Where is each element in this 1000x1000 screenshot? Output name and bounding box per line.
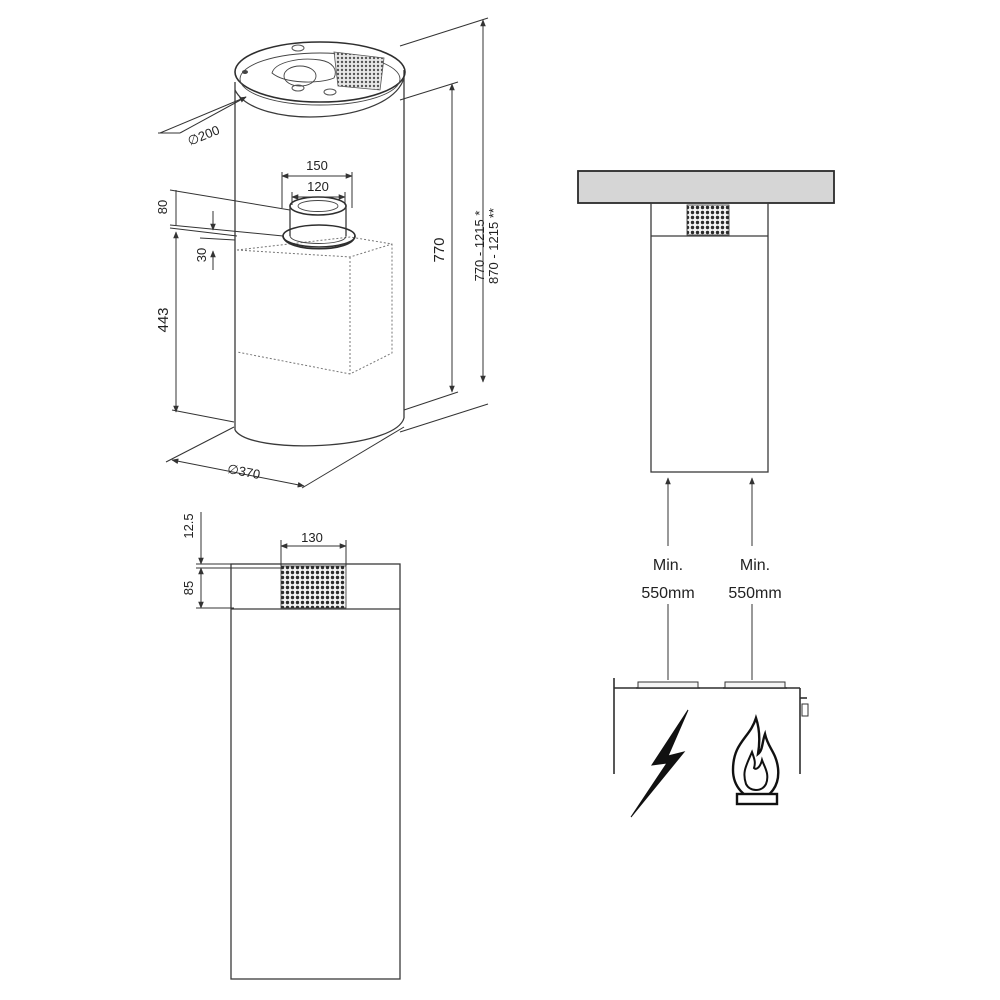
- front-body-outline: [230, 563, 401, 980]
- label-120: 120: [307, 179, 329, 194]
- dimension-height-range: 770 - 1215 * 870 - 1215 **: [399, 17, 501, 433]
- dimension-duct-diameter: ∅200: [158, 96, 247, 149]
- isometric-hood-view: 150 120 ∅200 80 30: [155, 17, 501, 489]
- dimension-grille-width: 130: [280, 530, 347, 566]
- dimension-height-770: 770: [399, 81, 459, 411]
- label-range-1: 770 - 1215 *: [472, 211, 487, 282]
- dimension-offset-80: 80: [155, 189, 291, 237]
- outlet-collar: [282, 196, 356, 250]
- rim-grille: [333, 51, 385, 91]
- ceiling-slab: [577, 170, 835, 204]
- dimension-offset-30: 30: [194, 211, 236, 270]
- gas-flame-icon: [731, 714, 780, 806]
- dimension-outlet-150: 150: [281, 158, 353, 208]
- hood-side-body: [650, 202, 769, 473]
- dimension-grille-height: 85: [181, 567, 234, 609]
- label-base-diameter: ∅370: [226, 461, 261, 482]
- label-80: 80: [155, 200, 170, 214]
- label-range-2: 870 - 1215 **: [486, 208, 501, 284]
- label-right-550: 550mm: [728, 585, 781, 602]
- hidden-motor-box: [236, 236, 393, 375]
- label-443: 443: [155, 307, 172, 332]
- label-left-min: Min.: [653, 557, 683, 574]
- installation-view: Min. 550mm Min. 550mm: [577, 170, 835, 818]
- label-130: 130: [301, 530, 323, 545]
- cooktop: [613, 678, 809, 774]
- electric-lightning-icon: [630, 709, 689, 818]
- label-duct-diameter: ∅200: [185, 122, 221, 148]
- label-right-min: Min.: [740, 557, 770, 574]
- side-grille: [686, 204, 730, 236]
- dimension-base-diameter: ∅370: [165, 426, 405, 489]
- label-770: 770: [431, 237, 448, 262]
- label-30: 30: [194, 248, 209, 262]
- hood-cylinder-body: [234, 41, 406, 447]
- front-hood-view: 130 12.5 85: [181, 512, 401, 980]
- label-85: 85: [181, 581, 196, 595]
- dimension-top-gap: 12.5: [181, 512, 282, 569]
- label-150: 150: [306, 158, 328, 173]
- dimension-height-443: 443: [155, 227, 238, 423]
- label-left-550: 550mm: [641, 585, 694, 602]
- front-grille: [280, 565, 347, 609]
- label-12-5: 12.5: [181, 513, 196, 538]
- dimension-outlet-120: 120: [291, 179, 346, 205]
